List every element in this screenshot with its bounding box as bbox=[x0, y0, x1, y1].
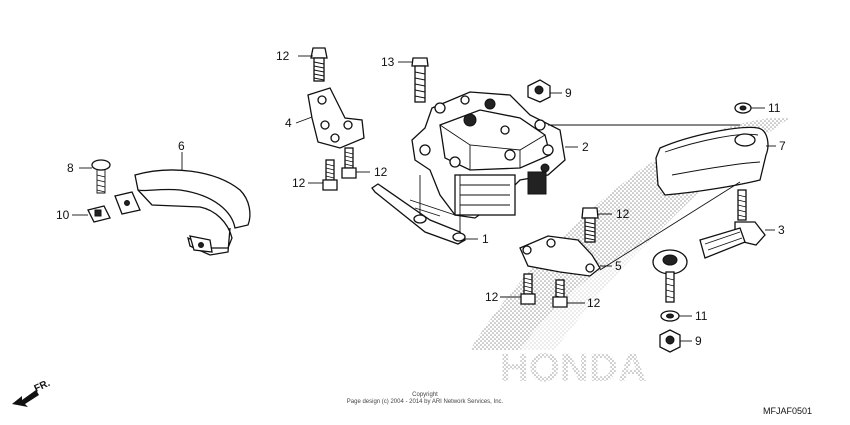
callout-7: 7 bbox=[779, 139, 786, 153]
callout-12-right: 12 bbox=[616, 207, 630, 221]
callout-1: 1 bbox=[482, 232, 489, 246]
callout-6: 6 bbox=[178, 139, 185, 153]
callout-12-left: 12 bbox=[292, 176, 306, 190]
callout-12-mid: 12 bbox=[374, 165, 388, 179]
front-direction-arrow-icon: FR. bbox=[12, 378, 52, 407]
part-9-nut-top bbox=[527, 79, 551, 103]
part-11-washer-bottom bbox=[660, 310, 680, 322]
part-9-nut-bottom bbox=[659, 329, 681, 353]
callout-13: 13 bbox=[381, 55, 395, 69]
part-13-bolt bbox=[411, 57, 429, 103]
callout-12-lower-right: 12 bbox=[587, 296, 601, 310]
part-2-damper-body bbox=[409, 91, 566, 219]
callout-5: 5 bbox=[615, 259, 622, 273]
part-7-cover bbox=[655, 126, 769, 196]
callout-11-top: 11 bbox=[768, 101, 781, 115]
copyright-line-1: Copyright bbox=[412, 392, 438, 398]
callout-12-lower-left: 12 bbox=[485, 290, 499, 304]
part-5-bracket bbox=[519, 235, 601, 277]
part-3-tie-rod bbox=[652, 189, 766, 303]
callout-8: 8 bbox=[67, 161, 74, 175]
part-11-washer-top bbox=[734, 102, 752, 114]
callout-9-top: 9 bbox=[565, 86, 572, 100]
part-12-bolts-lower bbox=[520, 273, 568, 308]
part-4-bracket bbox=[307, 87, 365, 149]
part-12-bolt-top bbox=[310, 47, 328, 82]
callout-12-top: 12 bbox=[276, 49, 290, 63]
copyright-line-2: Page design (c) 2004 - 2014 by ARI Netwo… bbox=[347, 399, 504, 405]
part-12-bolt-right bbox=[581, 207, 599, 243]
callout-2: 2 bbox=[582, 140, 589, 154]
callout-11-bottom: 11 bbox=[695, 309, 708, 323]
honda-watermark-text: HONDA bbox=[500, 346, 647, 390]
callout-4: 4 bbox=[285, 116, 292, 130]
front-direction-label: FR. bbox=[33, 378, 52, 395]
callout-9-bottom: 9 bbox=[695, 334, 702, 348]
callout-10: 10 bbox=[56, 208, 70, 222]
leader-lines bbox=[72, 55, 776, 342]
diagram-code: MFJAF0501 bbox=[763, 406, 812, 416]
part-8-bolt bbox=[91, 159, 111, 194]
part-12-bolts-bracket bbox=[322, 147, 357, 191]
part-6-cover bbox=[114, 169, 251, 256]
part-10-clip-nut bbox=[87, 205, 111, 223]
callout-3: 3 bbox=[778, 223, 785, 237]
part-1-sensor-rod bbox=[371, 183, 466, 245]
